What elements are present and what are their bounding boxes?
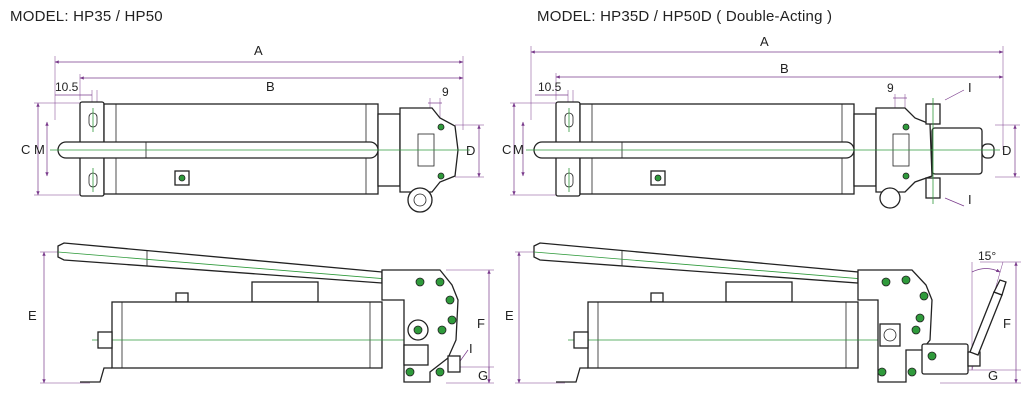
port-i-top-label: I bbox=[968, 80, 972, 95]
dim-c-label-right: C bbox=[502, 142, 511, 157]
title-right-model: MODEL: HP35D / HP50D ( Double-Acting ) bbox=[537, 8, 833, 25]
dim-f-label: F bbox=[477, 316, 485, 331]
dim-m-label: M bbox=[34, 142, 45, 157]
reservoir-side bbox=[111, 301, 383, 369]
right-side-view: E F G 15° bbox=[505, 242, 1021, 384]
pump-handle-side bbox=[57, 242, 383, 284]
right-top-view: A B 10.5 C M 9 D I I bbox=[502, 34, 1020, 209]
valve-lever-knob bbox=[981, 143, 995, 159]
dim-d-label-right: D bbox=[1002, 143, 1011, 158]
dim-9-label-right: 9 bbox=[887, 81, 894, 95]
dim-10-5-label: 10.5 bbox=[55, 80, 79, 94]
dim-b-label-right: B bbox=[780, 61, 789, 76]
reservoir-side-right bbox=[587, 301, 859, 369]
dim-a-label: A bbox=[254, 43, 263, 58]
dim-a-label-right: A bbox=[760, 34, 769, 49]
dim-g-label: G bbox=[478, 368, 488, 383]
title-left-model: MODEL: HP35 / HP50 bbox=[10, 8, 163, 25]
port-i-bottom-label: I bbox=[968, 192, 972, 207]
dim-b-label: B bbox=[266, 79, 275, 94]
left-top-view: A B 10.5 C M 9 D bbox=[21, 43, 484, 213]
base-bracket bbox=[80, 367, 112, 383]
valve-block bbox=[931, 127, 983, 175]
left-side-view: E F G I bbox=[28, 242, 494, 384]
dim-c-label: C bbox=[21, 142, 30, 157]
dim-m-label-right: M bbox=[513, 142, 524, 157]
pump-handle-side-right bbox=[533, 242, 859, 284]
angle-15-label: 15° bbox=[978, 249, 996, 263]
dim-10-5-label-right: 10.5 bbox=[538, 80, 562, 94]
dim-9-label: 9 bbox=[442, 85, 449, 99]
dim-f-label-right: F bbox=[1003, 316, 1011, 331]
dim-e-label: E bbox=[28, 308, 37, 323]
valve-lever bbox=[969, 291, 1003, 356]
outlet-i-label: I bbox=[469, 341, 473, 356]
dim-e-label-right: E bbox=[505, 308, 514, 323]
dim-d-label: D bbox=[466, 143, 475, 158]
handle-bracket bbox=[251, 281, 319, 303]
pump-head-valve bbox=[407, 187, 433, 213]
dim-g-label-right: G bbox=[988, 368, 998, 383]
